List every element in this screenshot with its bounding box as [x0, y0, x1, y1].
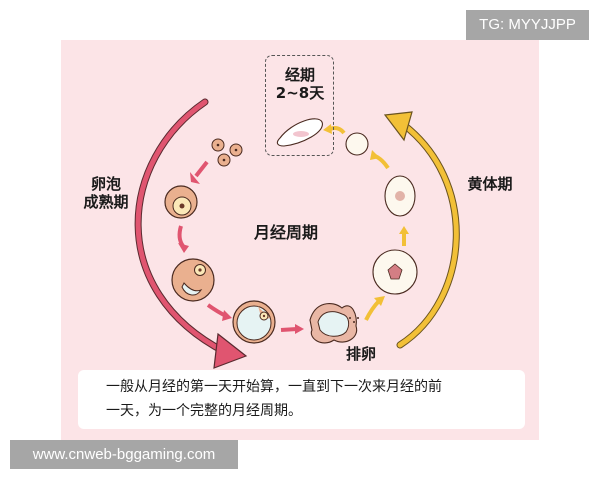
mature-follicle-icon: [232, 300, 276, 344]
caption-line2: 一天，为一个完整的月经周期。: [106, 403, 302, 419]
menstruation-label: 经期 2~8天: [272, 66, 328, 102]
developing-follicle-icon: [164, 185, 198, 219]
menstruation-label-line1: 经期: [284, 66, 315, 84]
primordial-follicles-icon: [211, 138, 243, 167]
menstruation-duration: 2~8天: [275, 84, 325, 102]
follicular-phase-label: 卵泡 成熟期: [76, 175, 136, 211]
diagram-title: 月经周期: [254, 223, 319, 242]
follicular-label-line2: 成熟期: [83, 193, 129, 211]
caption-box: 一般从月经的第一天开始算，一直到下一次来月经的前 一天，为一个完整的月经周期。: [78, 370, 525, 429]
luteal-phase-arrow-icon: [383, 111, 460, 349]
corpus-albicans-icon: [345, 132, 369, 156]
corpus-luteum-large-icon: [372, 249, 418, 295]
luteal-phase-label: 黄体期: [467, 175, 513, 193]
antral-follicle-icon: [171, 258, 215, 302]
watermark-bottom-left: www.cnweb-bggaming.com: [10, 440, 238, 469]
corpus-luteum-medium-icon: [384, 175, 416, 217]
menstruation-phase-box: [265, 55, 334, 156]
caption-line1: 一般从月经的第一天开始算，一直到下一次来月经的前: [106, 379, 442, 395]
follicular-label-line1: 卵泡: [90, 175, 121, 193]
watermark-top-right: TG: MYYJJPP: [466, 10, 589, 40]
ovulation-label: 排卵: [345, 345, 376, 363]
sanitary-pad-icon: [276, 118, 323, 147]
follicular-phase-arrow-icon: [134, 98, 248, 369]
ovulating-follicle-icon: [309, 302, 359, 344]
